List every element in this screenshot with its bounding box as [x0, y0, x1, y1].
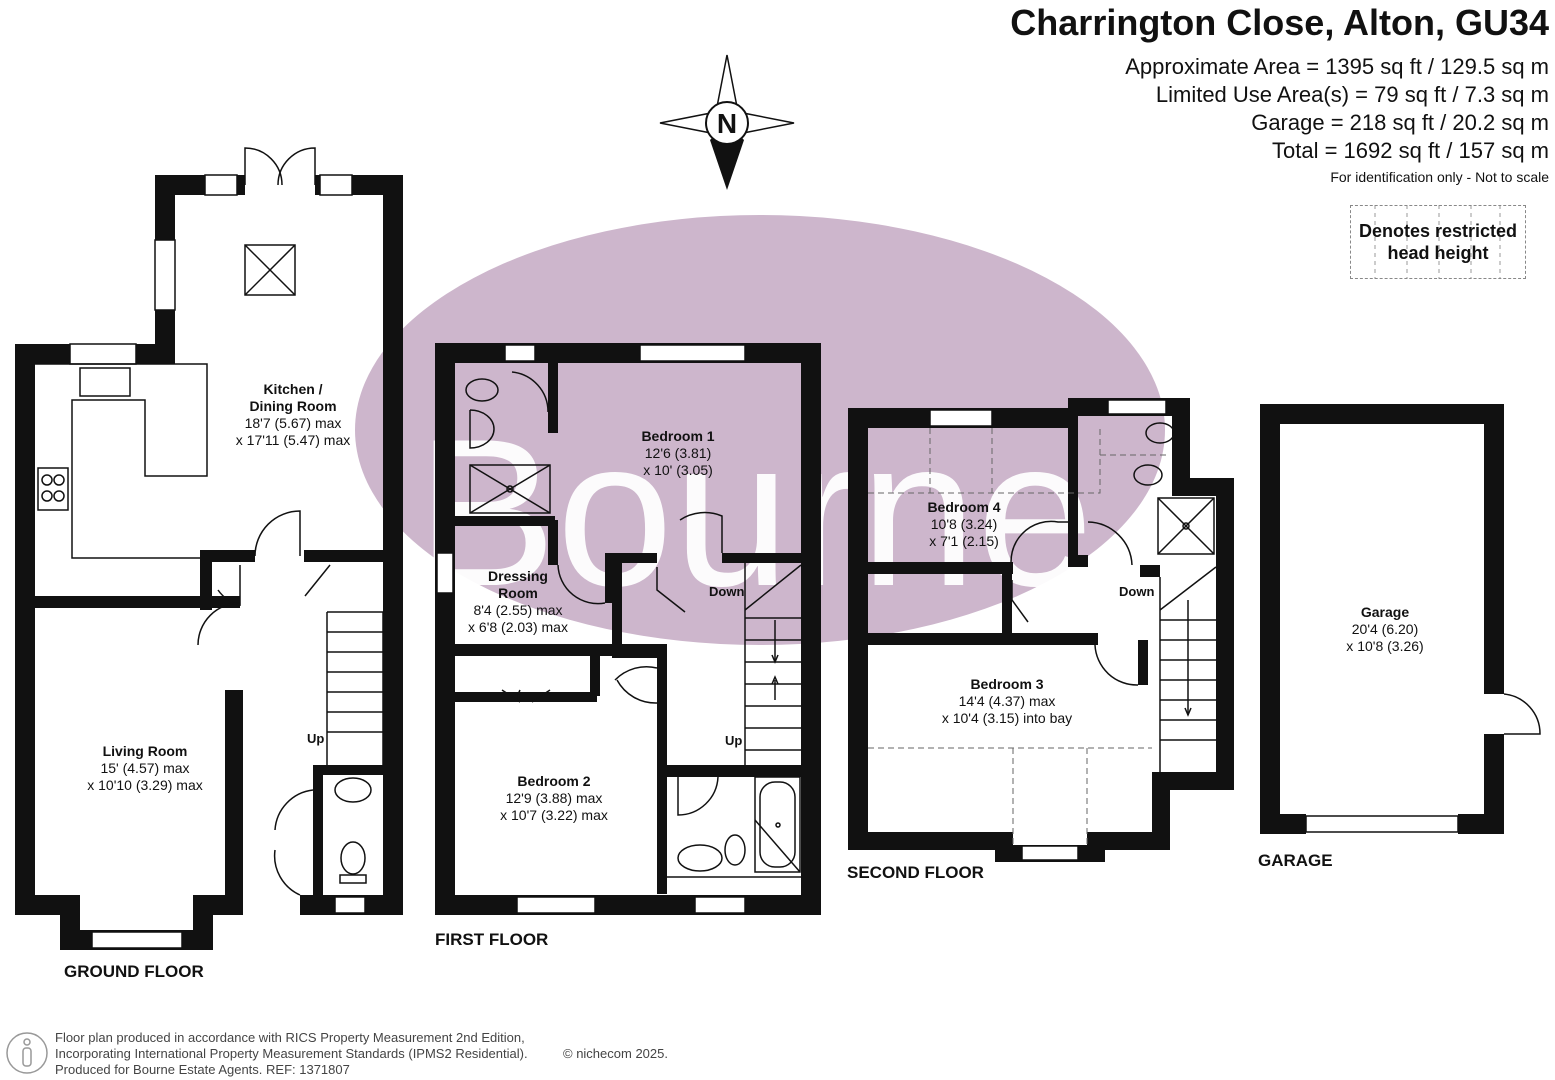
- room-living-label: Living Room 15' (4.57) max x 10'10 (3.29…: [87, 743, 203, 794]
- first-floor-label: FIRST FLOOR: [435, 930, 549, 949]
- stairs-down-label: Down: [1119, 584, 1155, 599]
- room-name: Room: [498, 585, 538, 601]
- room-name: Bedroom 2: [517, 773, 591, 789]
- footer-line-3: Produced for Bourne Estate Agents. REF: …: [55, 1062, 350, 1077]
- stairs-up-label: Up: [307, 731, 325, 746]
- stairs-up-label: Up: [725, 733, 743, 748]
- room-dimension: x 10'7 (3.22) max: [500, 807, 608, 823]
- north-compass-icon: N: [659, 54, 795, 190]
- room-bedroom1-label: Bedroom 1 12'6 (3.81) x 10' (3.05): [641, 428, 714, 479]
- ground-floor-label: GROUND FLOOR: [64, 962, 204, 981]
- room-dimension: 10'8 (3.24): [930, 516, 998, 532]
- second-floor-fixtures: [1010, 422, 1217, 772]
- room-dimension: 15' (4.57) max: [100, 760, 190, 776]
- stairs-down-label: Down: [709, 584, 745, 599]
- garage-floor-label: GARAGE: [1258, 851, 1333, 870]
- room-garage-label: Garage 20'4 (6.20) x 10'8 (3.26): [1346, 604, 1423, 655]
- room-dimension: x 6'8 (2.03) max: [468, 619, 568, 635]
- garage-area: Garage = 218 sq ft / 20.2 sq m: [1251, 110, 1549, 135]
- room-name: Dining Room: [249, 398, 337, 414]
- legend-line-2: head height: [1387, 243, 1489, 263]
- garage-plan: [1260, 404, 1504, 834]
- room-bedroom3-label: Bedroom 3 14'4 (4.37) max x 10'4 (3.15) …: [942, 676, 1072, 727]
- room-dressing-label: Dressing Room 8'4 (2.55) max x 6'8 (2.03…: [468, 568, 568, 636]
- room-dimension: x 17'11 (5.47) max: [235, 432, 351, 448]
- total-area: Total = 1692 sq ft / 157 sq m: [1272, 138, 1549, 163]
- room-name: Living Room: [102, 743, 188, 759]
- room-name: Bedroom 3: [970, 676, 1044, 692]
- room-dimension: 18'7 (5.67) max: [244, 415, 342, 431]
- kitchen-units: [35, 147, 384, 896]
- ground-floor-plan: [15, 175, 403, 950]
- room-dimension: x 10' (3.05): [643, 462, 713, 478]
- room-dimension: x 10'4 (3.15) into bay: [941, 710, 1073, 726]
- restricted-height-legend: Denotes restricted head height: [1350, 205, 1526, 279]
- copyright: © nichecom 2025.: [563, 1046, 668, 1061]
- scale-note: For identification only - Not to scale: [1330, 169, 1549, 185]
- room-name: Bedroom 4: [927, 499, 1001, 515]
- person-info-icon: [6, 1032, 48, 1074]
- room-name: Dressing: [488, 568, 548, 584]
- footer-line-1: Floor plan produced in accordance with R…: [55, 1030, 525, 1045]
- room-dimension: 14'4 (4.37) max: [958, 693, 1056, 709]
- footer-text: Floor plan produced in accordance with R…: [55, 1030, 528, 1078]
- room-name: Kitchen /: [263, 381, 323, 397]
- room-name: Bedroom 1: [641, 428, 715, 444]
- restricted-height-areas: [868, 428, 1170, 845]
- room-kitchen-label: Kitchen / Dining Room 18'7 (5.67) max x …: [236, 381, 350, 449]
- legend-line-1: Denotes restricted: [1358, 221, 1518, 241]
- room-bedroom4-label: Bedroom 4 10'8 (3.24) x 7'1 (2.15): [927, 499, 1000, 550]
- room-dimension: 8'4 (2.55) max: [473, 602, 563, 618]
- room-bedroom2-label: Bedroom 2 12'9 (3.88) max x 10'7 (3.22) …: [500, 773, 608, 824]
- approximate-area: Approximate Area = 1395 sq ft / 129.5 sq…: [1125, 54, 1549, 79]
- compass-letter: N: [717, 108, 737, 139]
- first-floor-fixtures: [465, 371, 802, 878]
- limited-use-area: Limited Use Area(s) = 79 sq ft / 7.3 sq …: [1155, 82, 1549, 107]
- page-title: Charrington Close, Alton, GU34: [1010, 2, 1549, 43]
- room-dimension: 20'4 (6.20): [1351, 621, 1419, 637]
- room-name: Garage: [1360, 604, 1410, 620]
- room-dimension: x 10'8 (3.26): [1346, 638, 1424, 654]
- footer-line-2: Incorporating International Property Mea…: [55, 1046, 528, 1061]
- room-dimension: x 10'10 (3.29) max: [87, 777, 203, 793]
- room-dimension: x 7'1 (2.15): [929, 533, 999, 549]
- room-dimension: 12'6 (3.81): [644, 445, 712, 461]
- room-dimension: 12'9 (3.88) max: [505, 790, 603, 806]
- second-floor-label: SECOND FLOOR: [847, 863, 984, 882]
